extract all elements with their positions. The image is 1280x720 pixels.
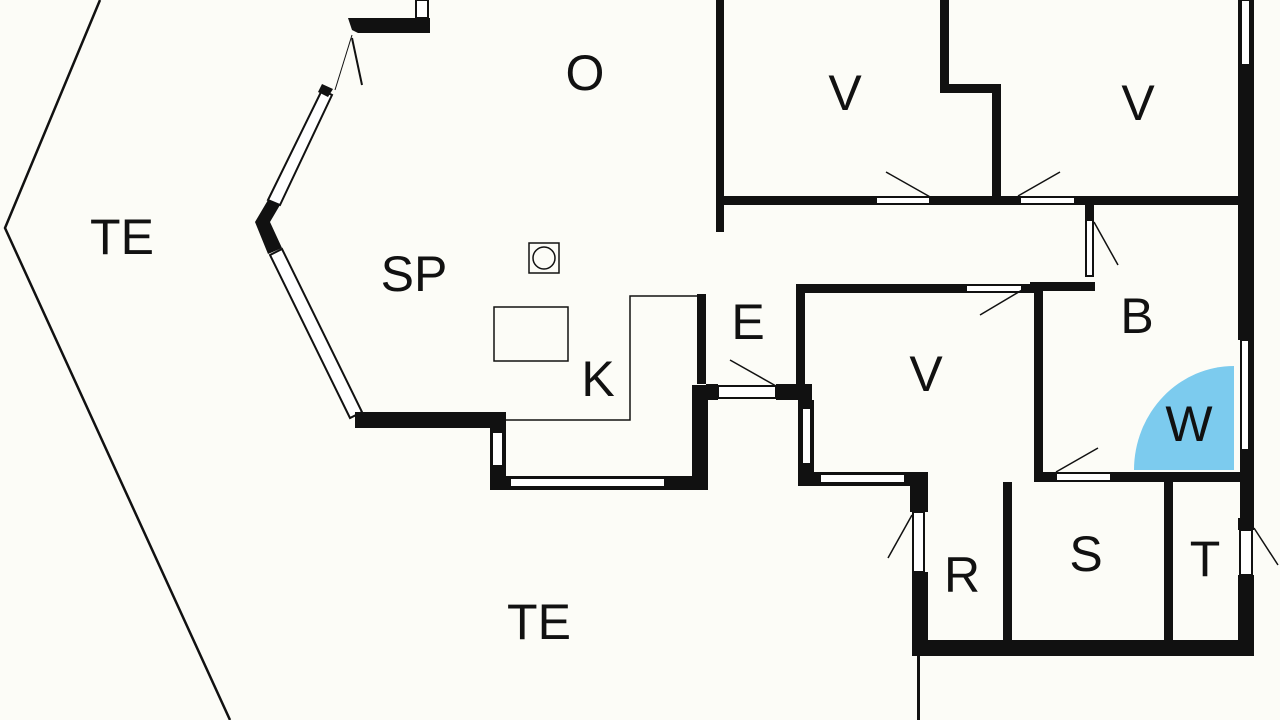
room-label-s: S xyxy=(1069,526,1102,582)
room-label-b: B xyxy=(1120,288,1153,344)
room-label-w: W xyxy=(1165,396,1213,452)
wc-area xyxy=(1134,366,1234,470)
room-label-v2: V xyxy=(1121,75,1155,131)
room-label-v3: V xyxy=(909,346,943,402)
kitchen-island xyxy=(493,306,569,362)
living-room-walls xyxy=(255,0,708,490)
bedroom-walls xyxy=(716,0,1254,340)
stove-icon xyxy=(528,242,560,274)
room-label-v1: V xyxy=(828,65,862,121)
room-label-te1: TE xyxy=(90,209,154,265)
room-label-te2: TE xyxy=(507,594,571,650)
terrace-outline xyxy=(3,0,232,720)
room-label-r: R xyxy=(944,547,980,603)
middle-bedroom-walls xyxy=(706,284,1254,520)
room-label-t: T xyxy=(1190,531,1221,587)
room-label-sp: SP xyxy=(381,246,448,302)
room-label-k: K xyxy=(581,351,614,407)
utility-walls xyxy=(887,472,1279,720)
room-label-o: O xyxy=(566,45,605,101)
kitchen-counter xyxy=(506,295,697,421)
room-label-e: E xyxy=(731,294,764,350)
